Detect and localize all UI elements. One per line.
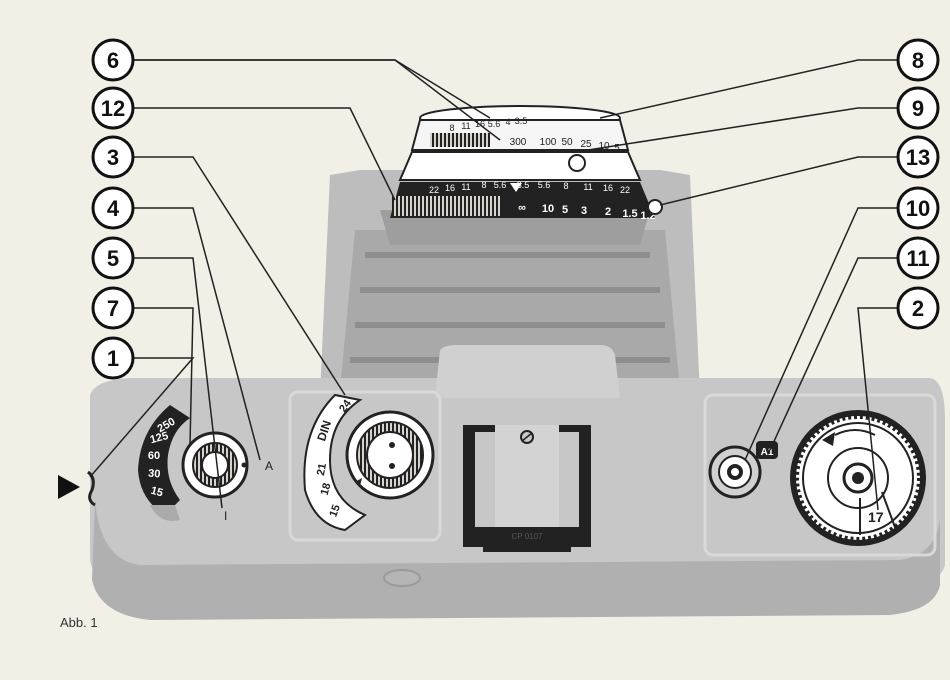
aperture-value: 11: [583, 182, 592, 192]
aperture-value: 16: [603, 183, 613, 193]
accessory-shoe: CP 0107: [463, 425, 591, 552]
callout-number-2: 2: [912, 296, 924, 321]
dial-dot-a: [242, 463, 247, 468]
film-dial-screw2: [389, 463, 395, 469]
aperture-value: 5.6: [494, 180, 507, 190]
speed-dial-value: 60: [148, 450, 160, 462]
callout-number-5: 5: [107, 246, 119, 271]
release-button: [710, 447, 760, 497]
callout-number-11: 11: [906, 246, 929, 271]
aperture-ring: [400, 152, 640, 180]
a1-tag: A1: [756, 441, 778, 459]
callout-number-9: 9: [912, 96, 924, 121]
aperture-top-value: 5.6: [488, 119, 501, 129]
distance-ring-knurl: [392, 196, 502, 216]
film-dial-center: [367, 432, 413, 478]
distance-value: ∞: [518, 202, 526, 214]
leader-line-6: [133, 60, 490, 118]
release-arrow-icon: [58, 475, 80, 499]
dial-letter-i: I: [224, 509, 227, 523]
callout-number-8: 8: [912, 48, 924, 73]
distance-value: 5: [562, 204, 568, 216]
aperture-top-value: 4: [505, 117, 510, 127]
aperture-value: 5.6: [538, 180, 551, 190]
film-dial-screw1: [389, 442, 395, 448]
self-timer-lever: [648, 200, 662, 214]
distance-value: 10: [542, 203, 554, 215]
ring-lever: [569, 155, 585, 171]
speed-dial-center: [202, 452, 228, 478]
aperture-value: 22: [620, 185, 630, 195]
accessory-shoe-text: CP 0107: [512, 532, 544, 541]
callout-number-1: 1: [107, 346, 119, 371]
callout-number-12: 12: [101, 96, 125, 121]
callout-number-6: 6: [107, 48, 119, 73]
distance-value: 1.5: [622, 208, 637, 220]
callout-number-10: 10: [906, 196, 930, 221]
shutter-ring-knurl: [430, 133, 490, 147]
din-value: 21: [315, 462, 329, 476]
frame-counter-number: 17: [868, 509, 884, 525]
distance-value: 2: [605, 206, 611, 218]
speed-dial-value: 30: [148, 468, 161, 481]
figure-caption: Abb. 1: [60, 615, 98, 630]
aperture-top-value: 8: [449, 123, 454, 133]
aperture-top-value: 11: [461, 121, 470, 131]
shutter-speed-value: 25: [580, 139, 592, 150]
bottom-knob: [384, 570, 420, 586]
a1-label: A1: [761, 447, 774, 458]
callout-number-3: 3: [107, 145, 119, 170]
callout-number-4: 4: [107, 196, 120, 221]
aperture-value: 11: [461, 182, 470, 192]
aperture-value: 8: [563, 181, 568, 191]
leader-line-3: [133, 157, 345, 395]
shutter-speed-value: 50: [561, 137, 573, 148]
shutter-speed-value: 100: [540, 137, 557, 148]
camera-body: CP 0107: [90, 170, 945, 620]
dial-letter-a: A: [265, 459, 273, 473]
callout-number-7: 7: [107, 296, 119, 321]
leader-line-9: [588, 108, 898, 150]
aperture-value: 16: [445, 183, 455, 193]
viewfinder-hump: [435, 345, 620, 398]
shutter-speed-value: 300: [510, 137, 527, 148]
callout-number-13: 13: [906, 145, 930, 170]
aperture-value: 8: [481, 180, 486, 190]
aperture-value: 22: [429, 185, 439, 195]
winding-knob: 17: [790, 410, 926, 546]
leader-line-13: [660, 157, 898, 205]
aperture-top-value: 3.5: [515, 116, 528, 126]
distance-value: 3: [581, 205, 587, 217]
